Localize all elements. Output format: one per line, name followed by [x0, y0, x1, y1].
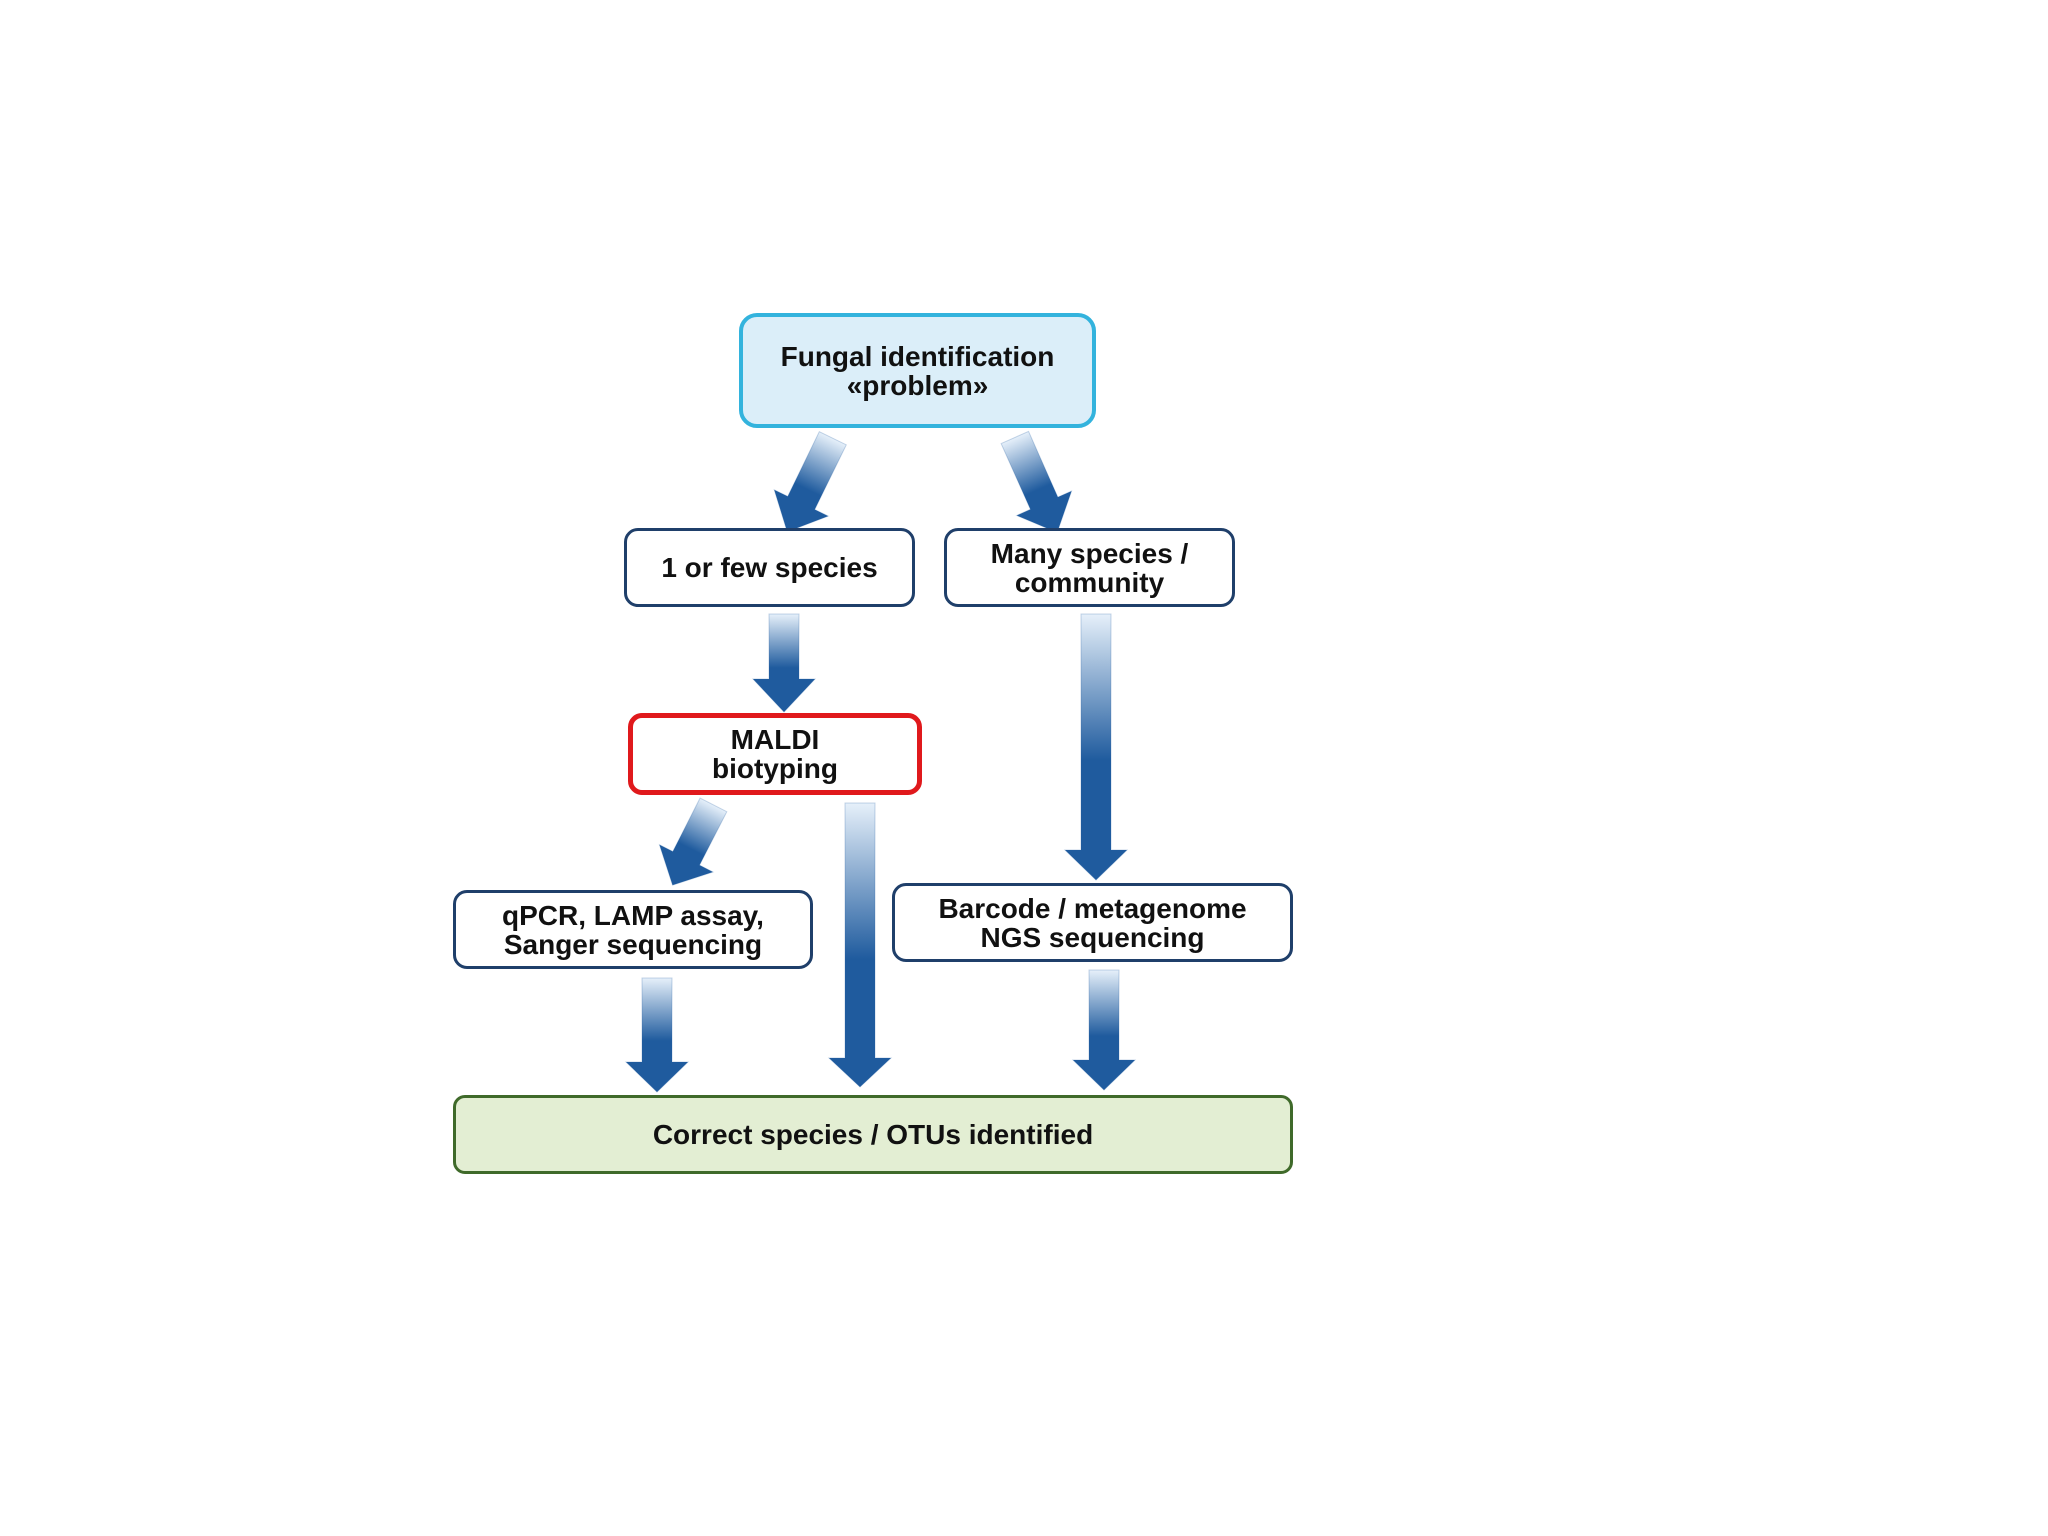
few-species-box: 1 or few species: [624, 528, 915, 607]
arrow-maldi-to-result: [827, 802, 893, 1088]
arrow-maldi-to-qpcr: [658, 797, 728, 886]
arrow-problem-to-many-species: [1000, 430, 1073, 534]
many-species-box: Many species / community: [944, 528, 1235, 607]
barcode-label-line1: Barcode / metagenome: [938, 892, 1247, 924]
few-species-label: 1 or few species: [661, 552, 878, 583]
maldi-label-line2: biotyping: [712, 753, 838, 784]
problem-title: Fungal identification: [780, 340, 1055, 372]
arrow-many-species-to-barcode: [1063, 613, 1129, 881]
maldi-label-line1: MALDI: [730, 724, 820, 755]
maldi-box: MALDI biotyping: [628, 713, 922, 795]
arrow-qpcr-to-result: [624, 977, 690, 1093]
barcode-label-line2: NGS sequencing: [980, 921, 1205, 953]
problem-box: Fungal identification «problem»: [739, 313, 1096, 428]
arrow-few-species-to-maldi: [751, 613, 817, 713]
problem-subtitle: «problem»: [846, 369, 989, 401]
qpcr-label-line1: qPCR, LAMP assay,: [502, 899, 764, 931]
arrow-problem-to-few-species: [773, 431, 847, 533]
qpcr-label-line2: Sanger sequencing: [503, 928, 763, 960]
result-box: Correct species / OTUs identified: [453, 1095, 1293, 1174]
many-species-label-line1: Many species /: [990, 537, 1189, 569]
qpcr-box: qPCR, LAMP assay, Sanger sequencing: [453, 890, 813, 969]
arrow-barcode-to-result: [1071, 969, 1137, 1091]
many-species-label-line2: community: [1014, 566, 1165, 598]
barcode-box: Barcode / metagenome NGS sequencing: [892, 883, 1293, 962]
result-label: Correct species / OTUs identified: [652, 1119, 1094, 1150]
